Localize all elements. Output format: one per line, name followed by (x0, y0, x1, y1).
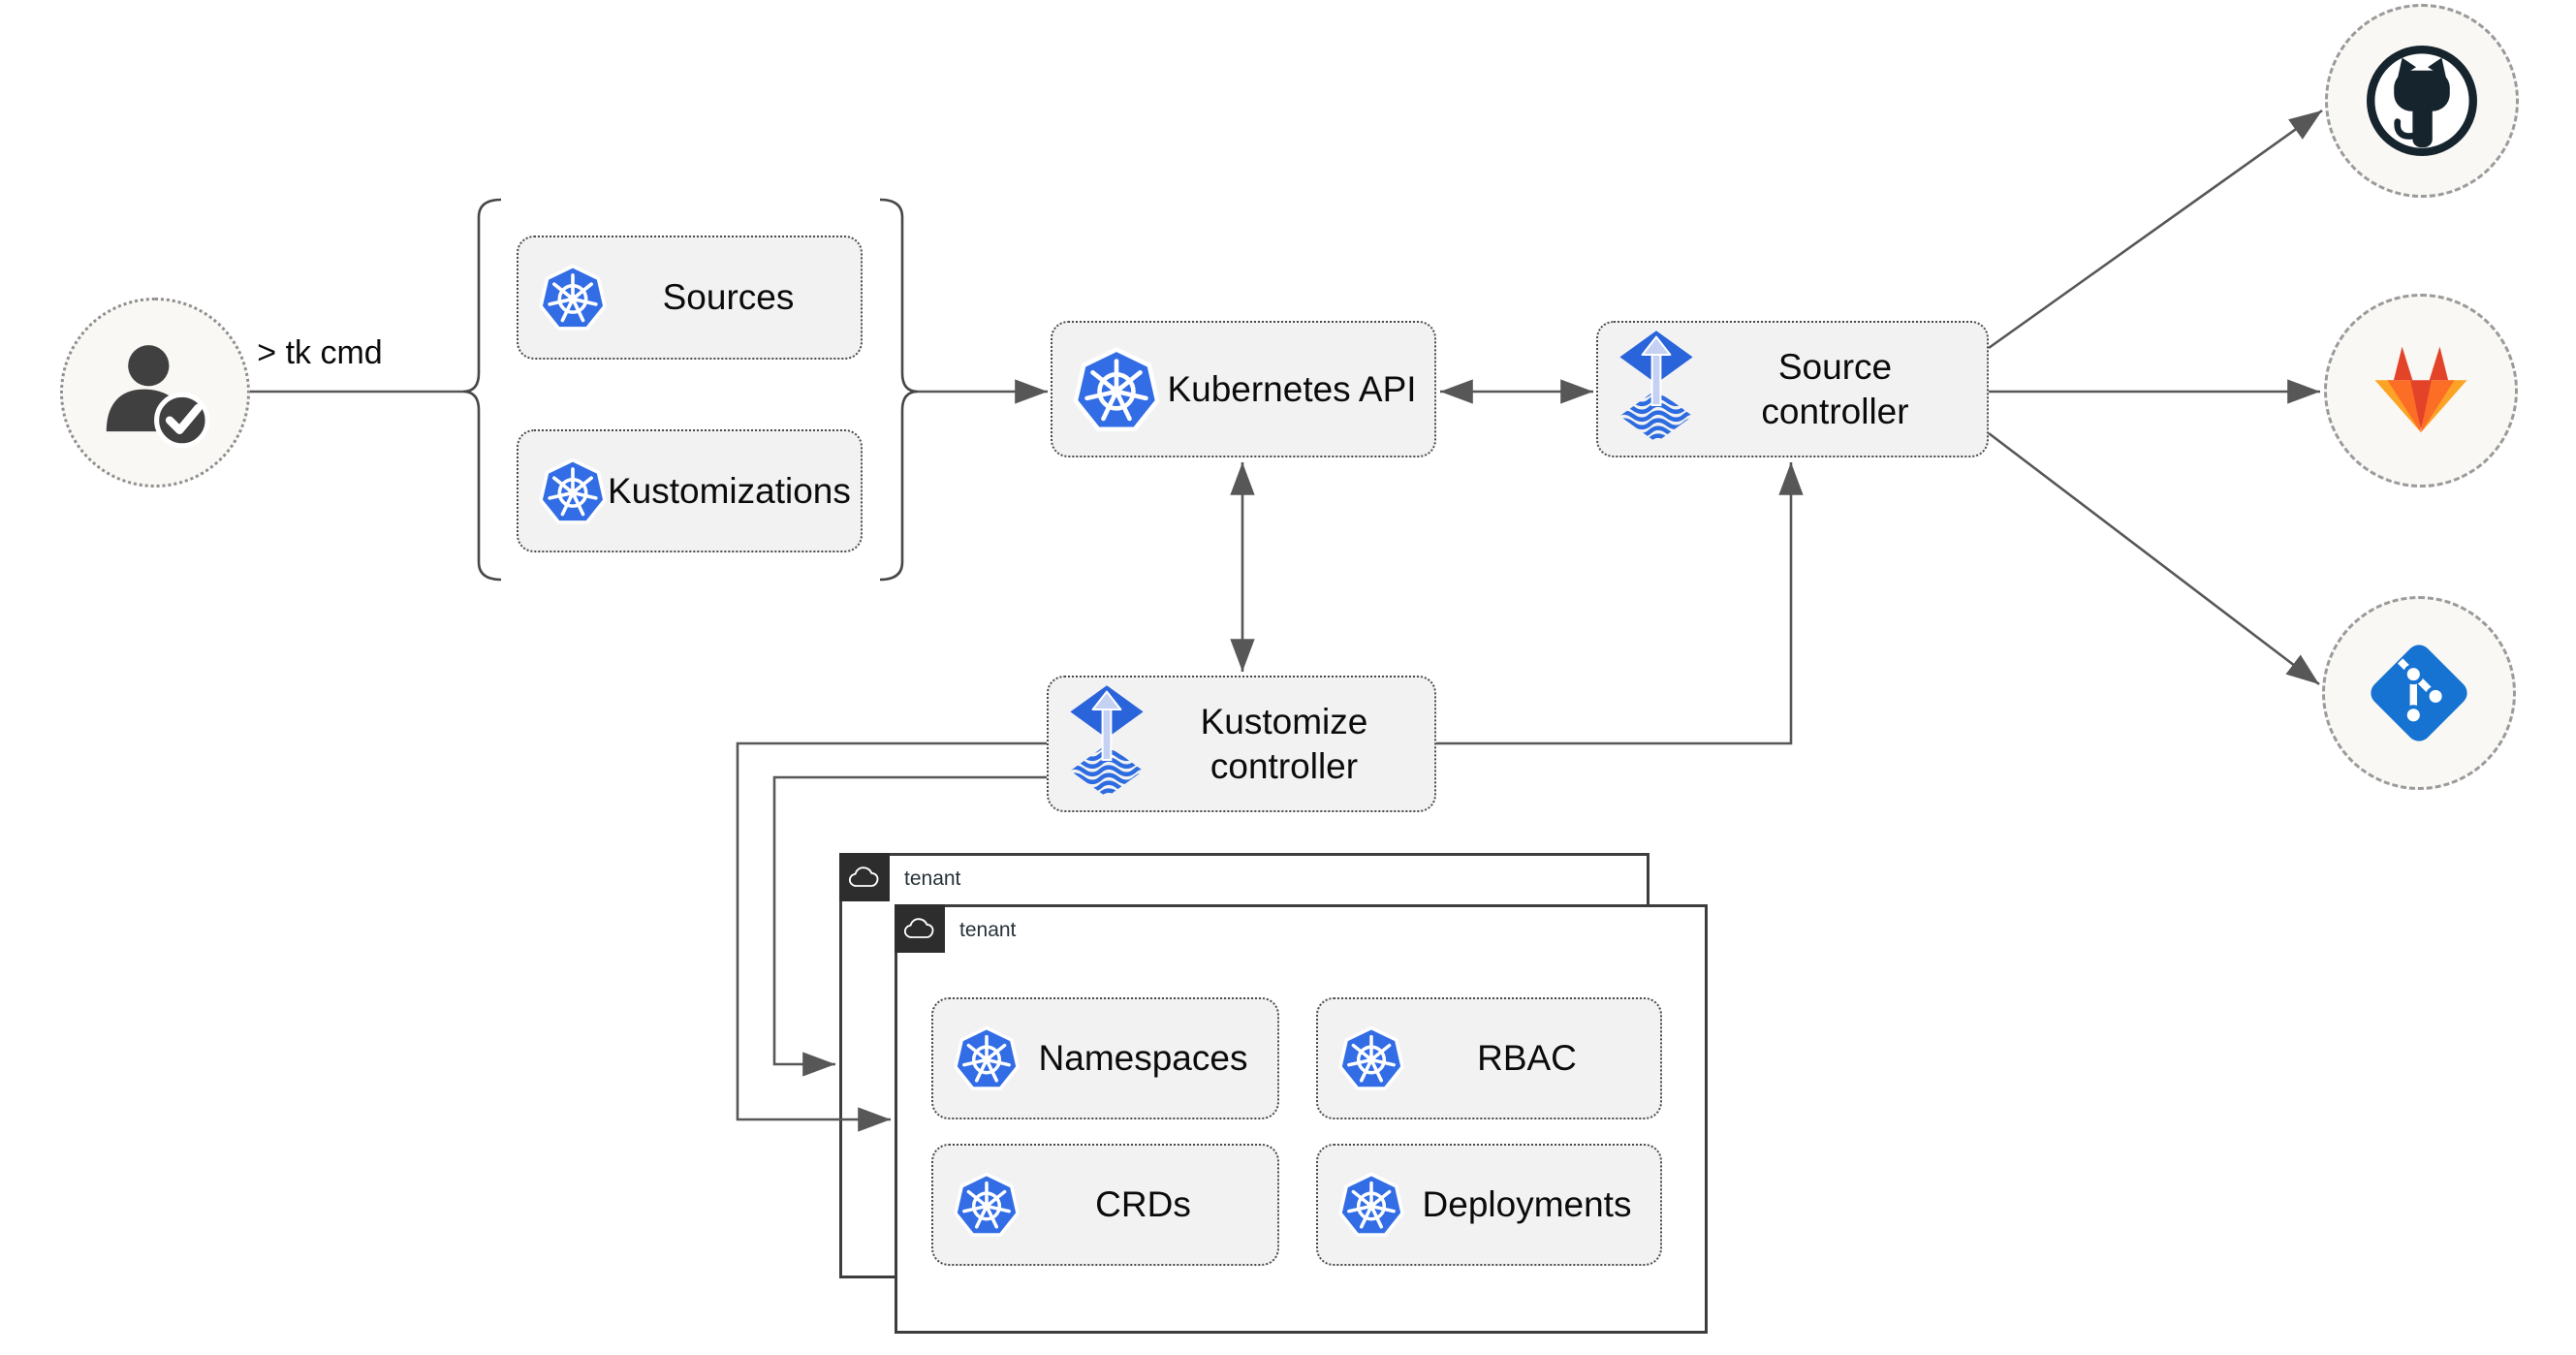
edge-kustomize-source (1436, 462, 1804, 745)
node-kustomizations: Kustomizations (517, 429, 863, 552)
kubernetes-icon (1337, 1166, 1405, 1244)
tenant-tab (839, 853, 890, 901)
tenant-label: tenant (904, 867, 961, 890)
user-circle (60, 298, 250, 488)
kubernetes-icon (1337, 1020, 1405, 1097)
kubernetes-icon (953, 1166, 1021, 1244)
node-kubernetes-api: Kubernetes API (1051, 321, 1436, 457)
right-brace (879, 198, 919, 582)
node-sources: Sources (517, 236, 863, 360)
gitlab-logo (2369, 342, 2473, 439)
node-label: Kustomizations (608, 470, 851, 511)
left-brace (462, 198, 502, 582)
edge-source-git (1988, 431, 2320, 686)
tenant-label: tenant (959, 919, 1017, 941)
node-label: Sources (662, 277, 795, 318)
node-label: Source controller (1761, 347, 1909, 431)
kubernetes-icon (1072, 343, 1161, 436)
node-label: Namespaces (1038, 1038, 1248, 1079)
node-rbac: RBAC (1316, 997, 1662, 1119)
node-label: CRDs (1095, 1184, 1191, 1225)
node-source-controller: Source controller (1596, 321, 1989, 457)
cloud-icon (847, 863, 882, 892)
flux-toolkit-icon (1068, 685, 1146, 804)
node-namespaces: Namespaces (931, 997, 1279, 1119)
cloud-icon (902, 914, 937, 943)
kubernetes-icon (953, 1020, 1021, 1097)
node-label: Kustomize controller (1200, 702, 1368, 786)
github-circle (2325, 4, 2519, 198)
github-logo (2364, 43, 2480, 159)
kubernetes-icon (538, 452, 608, 531)
node-label: Kubernetes API (1167, 368, 1417, 409)
node-crds: CRDs (931, 1144, 1279, 1266)
tenant-tab (895, 904, 945, 953)
user-check-icon (94, 333, 218, 457)
node-label: RBAC (1477, 1038, 1577, 1079)
edge-source-github (1988, 109, 2323, 350)
git-circle (2322, 596, 2516, 790)
kubernetes-icon (538, 258, 608, 337)
tk-command-label: > tk cmd (257, 334, 383, 371)
node-deployments: Deployments (1316, 1144, 1662, 1266)
node-kustomize-controller: Kustomize controller (1047, 676, 1436, 812)
gitlab-circle (2324, 294, 2518, 488)
node-label: Deployments (1422, 1184, 1632, 1225)
git-logo (2364, 638, 2474, 748)
flux-toolkit-icon (1618, 331, 1695, 449)
